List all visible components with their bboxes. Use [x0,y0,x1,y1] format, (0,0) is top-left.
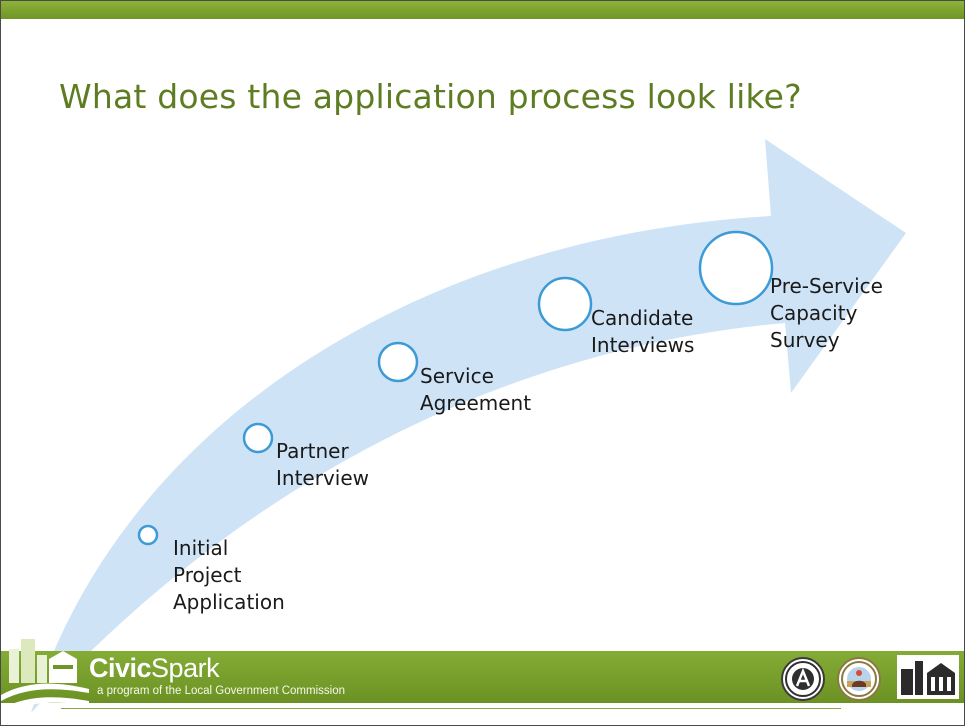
slide-title: What does the application process look l… [59,77,802,116]
step-circle-candidate-interviews [537,276,593,332]
process-arrow [31,139,906,713]
step-label-initial-application: Initial Project Application [173,536,285,614]
step-label-partner-interview: Partner Interview [276,439,369,490]
americorps-seal-icon [781,657,825,701]
lgc-building-logo-icon [897,655,959,699]
footer: CivicSpark a program of the Local Govern… [1,639,964,725]
header-bar [1,1,964,19]
step-label-service-agreement: Service Agreement [420,364,532,415]
step-circle-initial-application [137,524,159,546]
footer-divider [61,708,841,709]
brand-civic: Civic [89,653,152,683]
civicspark-city-logo-icon [1,639,89,715]
civicspark-brand: CivicSpark [89,653,220,684]
state-seal-icon [837,657,881,701]
step-circle-pre-service-survey [698,230,774,306]
step-circle-partner-interview [242,422,274,454]
brand-spark: Spark [151,653,220,683]
footer-tagline: a program of the Local Government Commis… [97,685,345,697]
step-label-candidate-interviews: Candidate Interviews [591,306,695,357]
step-circle-service-agreement [377,341,419,383]
step-label-pre-service-survey: Pre-Service Capacity Survey [770,274,883,352]
